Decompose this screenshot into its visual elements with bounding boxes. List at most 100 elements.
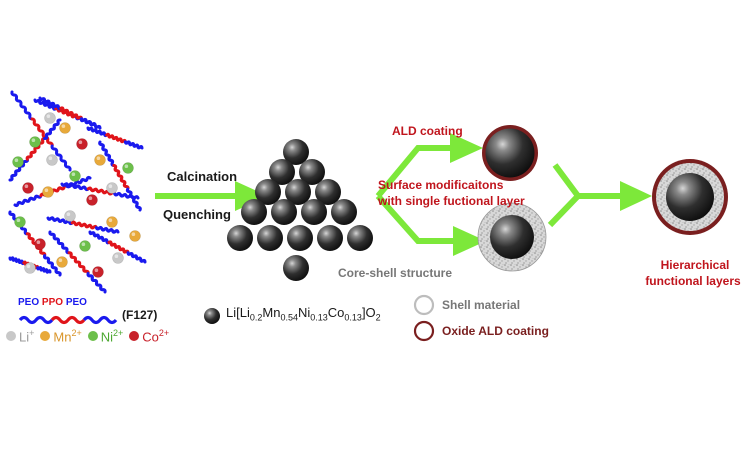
branch-arrows bbox=[375, 145, 455, 244]
oxide-ald-legend-icon bbox=[413, 320, 435, 342]
metal-ion-highlight bbox=[78, 140, 83, 144]
metal-ion-highlight bbox=[26, 264, 31, 269]
oxide-formula: Li[Li0.2Mn0.54Ni0.13Co0.13]O2 bbox=[226, 305, 381, 323]
metal-ion bbox=[59, 122, 71, 134]
metal-ion bbox=[129, 230, 141, 242]
polymer-chain-segment bbox=[85, 175, 92, 181]
oxide-ald-label: Oxide ALD coating bbox=[442, 324, 549, 338]
ion-legend-mn: Mn2+ bbox=[40, 328, 82, 344]
merge-arrow bbox=[547, 163, 622, 228]
metal-ions bbox=[12, 112, 141, 278]
metal-ion-highlight bbox=[71, 172, 76, 176]
metal-ion-highlight bbox=[131, 232, 136, 236]
calcination-arrow bbox=[155, 181, 268, 211]
metal-ion bbox=[42, 186, 54, 198]
shell-material-label: Shell material bbox=[442, 298, 521, 312]
metal-ion-highlight bbox=[108, 218, 113, 222]
metal-ion-highlight bbox=[44, 188, 49, 192]
polymer-chain-segment bbox=[46, 269, 52, 274]
metal-ion-highlight bbox=[108, 184, 113, 188]
mn-ion-dot bbox=[40, 331, 51, 342]
metal-ion bbox=[86, 194, 98, 206]
metal-ion-highlight bbox=[48, 156, 53, 160]
oxide-particle bbox=[299, 159, 325, 185]
oxide-particle bbox=[301, 199, 327, 225]
li-ion-dot bbox=[6, 331, 16, 342]
oxide-particle bbox=[317, 225, 343, 251]
oxide-particle bbox=[227, 225, 253, 251]
metal-ion bbox=[112, 252, 124, 264]
polymer-chain-segment bbox=[133, 195, 140, 200]
metal-ion bbox=[64, 210, 76, 222]
polymer-chain-segment bbox=[66, 165, 72, 172]
calcination-label: Calcination bbox=[167, 169, 238, 184]
arrow-head-core-shell bbox=[453, 226, 486, 256]
arrow-head-ald bbox=[450, 133, 483, 163]
oxide-particle-pyramid bbox=[227, 139, 373, 281]
polymer-chain-segment bbox=[141, 258, 147, 264]
oxide-particle bbox=[283, 139, 309, 165]
ald-coated-particle bbox=[482, 125, 538, 181]
polymer-chain-segment bbox=[136, 205, 142, 212]
oxide-particle bbox=[287, 225, 313, 251]
polymer-chain-segment bbox=[101, 288, 107, 294]
hierarchical-particle bbox=[652, 159, 728, 235]
metal-ion-highlight bbox=[114, 254, 119, 258]
metal-ion bbox=[122, 162, 134, 174]
co-ion-dot bbox=[129, 331, 140, 342]
oxide-particle bbox=[269, 159, 295, 185]
metal-ion bbox=[56, 256, 68, 268]
oxide-particle bbox=[257, 225, 283, 251]
oxide-particle bbox=[255, 179, 281, 205]
metal-ion-highlight bbox=[14, 158, 19, 162]
metal-ion-highlight bbox=[58, 258, 63, 263]
metal-ion-highlight bbox=[81, 242, 86, 246]
metal-ion bbox=[92, 266, 104, 278]
polymer-chain-segment bbox=[56, 271, 62, 277]
oxide-particle bbox=[331, 199, 357, 225]
ni-ion-dot bbox=[87, 331, 98, 342]
metal-ion bbox=[46, 154, 58, 166]
metal-ion bbox=[22, 182, 34, 194]
metal-ion bbox=[24, 262, 36, 274]
metal-ion bbox=[69, 170, 81, 182]
metal-ion bbox=[14, 216, 26, 228]
oxide-particle bbox=[283, 255, 309, 281]
shell-material-legend-icon bbox=[413, 294, 435, 316]
polymer-chain-segment bbox=[56, 118, 62, 124]
oxide-legend-dot bbox=[204, 308, 220, 324]
oxide-particle bbox=[285, 179, 311, 205]
surface-mod-line1: Surface modificaitons bbox=[378, 178, 504, 192]
metal-ion bbox=[29, 136, 41, 148]
f127-legend-chain bbox=[18, 315, 118, 325]
metal-ion bbox=[106, 182, 118, 194]
oxide-particle bbox=[315, 179, 341, 205]
metal-ion-highlight bbox=[46, 114, 51, 118]
metal-ion-highlight bbox=[16, 218, 21, 222]
polymer-chain-segment bbox=[96, 124, 102, 130]
surface-mod-line2: with single fuctional layer bbox=[378, 194, 525, 208]
merge-arrow-head bbox=[620, 181, 652, 211]
oxide-particle bbox=[347, 225, 373, 251]
oxide-particle bbox=[241, 199, 267, 225]
metal-ion-highlight bbox=[66, 212, 71, 216]
metal-ion bbox=[94, 154, 106, 166]
polymer-chain-segment bbox=[138, 145, 144, 150]
ald-coating-label: ALD coating bbox=[392, 124, 463, 138]
metal-ion-highlight bbox=[124, 164, 129, 168]
hierarchical-line2: functional layers bbox=[645, 274, 741, 288]
peo-ppo-peo-label: PEO PPO PEO bbox=[18, 297, 87, 308]
hierarchical-line1: Hierarchical bbox=[660, 258, 730, 272]
metal-ion bbox=[76, 138, 88, 150]
metal-ion-highlight bbox=[96, 156, 101, 160]
metal-ion-highlight bbox=[61, 124, 66, 128]
metal-ion-highlight bbox=[24, 184, 29, 188]
polymer-chain-segment bbox=[113, 229, 120, 234]
ion-legend-li: Li+ bbox=[6, 328, 34, 344]
metal-ion-highlight bbox=[94, 268, 99, 273]
metal-ion bbox=[34, 238, 46, 250]
metal-ion-highlight bbox=[88, 196, 93, 200]
ion-legend-ni: Ni2+ bbox=[87, 328, 123, 344]
metal-ion bbox=[44, 112, 56, 124]
